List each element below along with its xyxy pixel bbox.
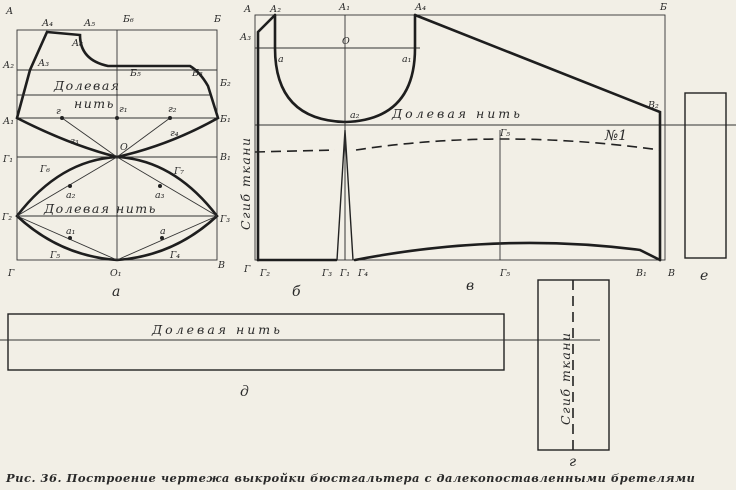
point-g bbox=[60, 116, 64, 120]
label: А₂ bbox=[2, 60, 14, 71]
panel-b-frame bbox=[254, 14, 666, 261]
label: Б₂ bbox=[219, 78, 231, 89]
label: г₂ bbox=[168, 104, 177, 115]
panel-a: А А₄ А₅ Б₆ Б А₆ А₂ А₃ Б₅ Б₃ Б₂ Долевая н… bbox=[1, 6, 231, 300]
label: А₃ bbox=[37, 58, 49, 69]
label: В bbox=[667, 268, 675, 279]
label: А bbox=[243, 4, 251, 15]
label: А₁ bbox=[2, 116, 14, 127]
label: А₅ bbox=[83, 18, 95, 29]
label: О bbox=[120, 142, 128, 153]
panel-letter: г bbox=[569, 454, 576, 470]
band-outline bbox=[256, 13, 662, 262]
label: Г₂ bbox=[1, 212, 12, 223]
panel-e-rect bbox=[684, 92, 727, 259]
panel-d: Долевая нить д bbox=[0, 313, 600, 400]
label: Г₄ bbox=[169, 250, 180, 261]
label: а₃ bbox=[155, 190, 165, 201]
label: Г₃ bbox=[219, 214, 230, 225]
label: В₁ bbox=[635, 268, 647, 279]
label: Г₅ bbox=[49, 250, 60, 261]
label: А bbox=[5, 6, 13, 17]
label: А₄ bbox=[414, 2, 426, 13]
label: а bbox=[160, 226, 166, 237]
label: В₂ bbox=[647, 100, 659, 111]
label: г₃ bbox=[70, 136, 79, 147]
label: Г₇ bbox=[173, 166, 184, 177]
panel-letter: д bbox=[240, 384, 249, 400]
label: Г₂ bbox=[259, 268, 270, 279]
label: О bbox=[342, 36, 350, 47]
label: г₁ bbox=[119, 104, 128, 115]
label: а₁ bbox=[66, 226, 75, 237]
panel-letter: в bbox=[466, 278, 474, 294]
grain-line-label: Долевая нить bbox=[151, 322, 283, 337]
label: Г₁ bbox=[2, 154, 13, 165]
label: О₁ bbox=[110, 268, 122, 279]
point-a2 bbox=[68, 184, 72, 188]
label: а bbox=[278, 54, 284, 65]
label: Г₁ bbox=[339, 268, 350, 279]
figure-caption: Рис. 36. Построение чертежа выкройки бюс… bbox=[5, 471, 695, 485]
grain-line-label: Долевая bbox=[53, 78, 121, 93]
band-bottom bbox=[256, 241, 662, 262]
upper-cup-outline bbox=[15, 30, 220, 159]
dart-left bbox=[61, 117, 118, 158]
fold-label: Сгиб ткани bbox=[238, 136, 253, 230]
point-g2 bbox=[168, 116, 172, 120]
label: Б₁ bbox=[219, 114, 231, 125]
label: г₄ bbox=[170, 128, 179, 139]
label: а₂ bbox=[66, 190, 76, 201]
label: а₁ bbox=[402, 54, 411, 65]
label: А₁ bbox=[338, 2, 350, 13]
panel-letter: е bbox=[700, 268, 708, 284]
label: Г bbox=[7, 268, 15, 279]
label: А₆ bbox=[71, 38, 83, 49]
piece-number: №1 bbox=[604, 128, 627, 144]
diag-1 bbox=[16, 156, 118, 217]
point-a3 bbox=[158, 184, 162, 188]
panel-d-rect bbox=[7, 313, 505, 371]
panel-e: е bbox=[684, 92, 727, 284]
label: В bbox=[217, 260, 225, 271]
point-g1 bbox=[115, 116, 119, 120]
panel-letter: а bbox=[112, 284, 120, 300]
label: Г₃ bbox=[321, 268, 332, 279]
fold-label: Сгиб ткани bbox=[558, 331, 573, 425]
grain-line-label: Долевая нить bbox=[43, 201, 157, 216]
label: г bbox=[56, 106, 61, 117]
dart-right bbox=[116, 117, 171, 158]
label: Г₅ bbox=[499, 268, 510, 279]
label: Б₃ bbox=[191, 68, 203, 79]
grain-line-label: Долевая нить bbox=[391, 106, 523, 121]
label: Б₅ bbox=[129, 68, 141, 79]
label: Б bbox=[659, 2, 667, 13]
label: Б bbox=[213, 14, 221, 25]
diag-2 bbox=[116, 156, 218, 217]
label: А₄ bbox=[41, 18, 53, 29]
label: Б₆ bbox=[122, 14, 134, 25]
diag-4 bbox=[116, 215, 218, 261]
panel-g: Сгиб ткани г bbox=[537, 279, 610, 470]
label: Г₄ bbox=[357, 268, 368, 279]
label: А₂ bbox=[269, 4, 281, 15]
label: В₁ bbox=[219, 152, 231, 163]
diag-3 bbox=[16, 215, 118, 261]
grain-line-label: нить bbox=[74, 96, 115, 111]
fold-dashed-line bbox=[254, 138, 661, 153]
panel-letter: б bbox=[292, 284, 301, 300]
label: а₂ bbox=[350, 110, 360, 121]
point-a1 bbox=[68, 236, 72, 240]
label: Г bbox=[243, 264, 251, 275]
label: Г₅ bbox=[499, 128, 510, 139]
label: А₃ bbox=[239, 32, 251, 43]
label: Г₆ bbox=[39, 164, 50, 175]
panel-b: А А₂ А₁ А₄ Б А₃ О а а₁ а₂ Долевая нить В… bbox=[238, 2, 736, 300]
point-a bbox=[160, 236, 164, 240]
